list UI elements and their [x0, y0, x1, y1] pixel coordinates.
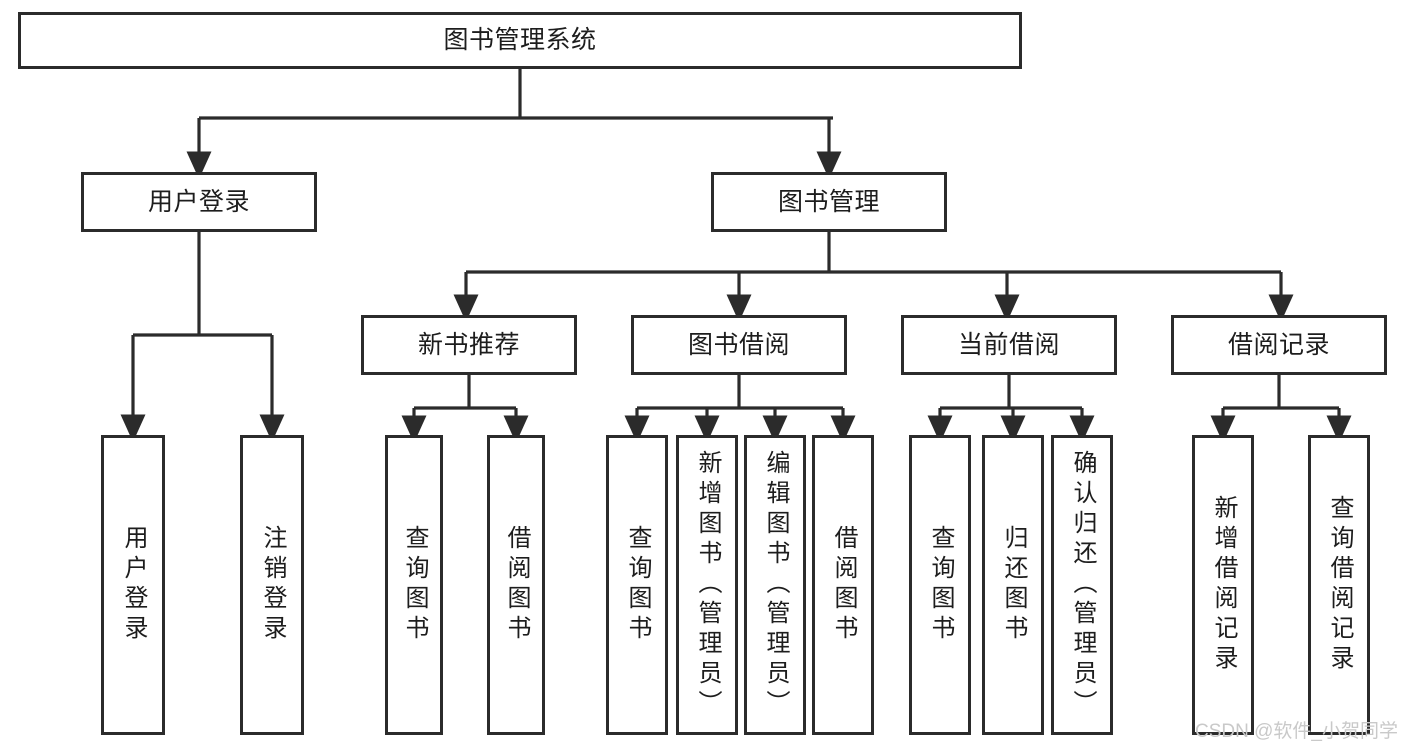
- node-leaf-add-borrow-record[interactable]: 新增借阅记录: [1192, 435, 1254, 735]
- node-leaf-borrow-book-rec[interactable]: 借阅图书: [487, 435, 545, 735]
- node-leaf-confirm-return-admin-label: 确认归还（管理员）: [1069, 450, 1096, 720]
- node-book-borrow-label: 图书借阅: [687, 330, 790, 359]
- node-user-login[interactable]: 用户登录: [81, 172, 317, 232]
- node-leaf-add-borrow-record-label: 新增借阅记录: [1210, 495, 1237, 675]
- node-leaf-query-book-rec[interactable]: 查询图书: [385, 435, 443, 735]
- node-root-label: 图书管理系统: [443, 26, 597, 55]
- node-current-borrow-label: 当前借阅: [957, 330, 1060, 359]
- node-leaf-query-book-current[interactable]: 查询图书: [909, 435, 971, 735]
- node-new-book-rec-label: 新书推荐: [417, 330, 520, 359]
- node-book-manage-label: 图书管理: [777, 187, 880, 216]
- node-borrow-record-label: 借阅记录: [1227, 330, 1330, 359]
- node-leaf-query-borrow-record-label: 查询借阅记录: [1326, 495, 1353, 675]
- node-root[interactable]: 图书管理系统: [18, 12, 1022, 69]
- node-user-login-label: 用户登录: [147, 187, 250, 216]
- node-leaf-return-book-label: 归还图书: [1000, 525, 1027, 645]
- node-leaf-user-login-label: 用户登录: [120, 525, 147, 645]
- node-leaf-borrow-book-label: 借阅图书: [830, 525, 857, 645]
- node-leaf-query-book-current-label: 查询图书: [927, 525, 954, 645]
- node-leaf-add-book-admin-label: 新增图书（管理员）: [694, 450, 721, 720]
- node-leaf-return-book[interactable]: 归还图书: [982, 435, 1044, 735]
- node-leaf-query-book-borrow-label: 查询图书: [624, 525, 651, 645]
- node-leaf-query-book-borrow[interactable]: 查询图书: [606, 435, 668, 735]
- node-leaf-user-login[interactable]: 用户登录: [101, 435, 165, 735]
- node-leaf-query-book-rec-label: 查询图书: [401, 525, 428, 645]
- node-new-book-rec[interactable]: 新书推荐: [361, 315, 577, 375]
- node-borrow-record[interactable]: 借阅记录: [1171, 315, 1387, 375]
- node-leaf-query-borrow-record[interactable]: 查询借阅记录: [1308, 435, 1370, 735]
- node-leaf-add-book-admin[interactable]: 新增图书（管理员）: [676, 435, 738, 735]
- node-current-borrow[interactable]: 当前借阅: [901, 315, 1117, 375]
- node-leaf-edit-book-admin[interactable]: 编辑图书（管理员）: [744, 435, 806, 735]
- node-leaf-borrow-book[interactable]: 借阅图书: [812, 435, 874, 735]
- node-book-manage[interactable]: 图书管理: [711, 172, 947, 232]
- node-book-borrow[interactable]: 图书借阅: [631, 315, 847, 375]
- node-leaf-user-logout-label: 注销登录: [259, 525, 286, 645]
- node-leaf-edit-book-admin-label: 编辑图书（管理员）: [762, 450, 789, 720]
- node-leaf-borrow-book-rec-label: 借阅图书: [503, 525, 530, 645]
- node-leaf-user-logout[interactable]: 注销登录: [240, 435, 304, 735]
- node-leaf-confirm-return-admin[interactable]: 确认归还（管理员）: [1051, 435, 1113, 735]
